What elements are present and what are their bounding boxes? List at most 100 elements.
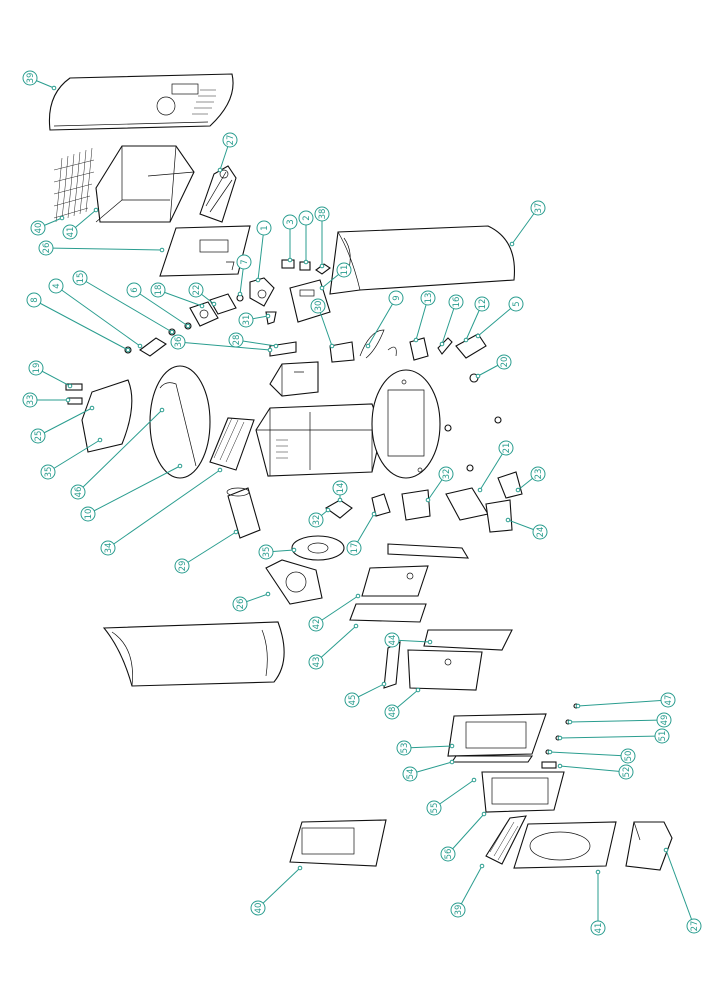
leader-dot bbox=[125, 347, 131, 353]
callout-bubble bbox=[188, 282, 204, 298]
callout-bubble bbox=[222, 132, 238, 148]
callout-bubble bbox=[72, 270, 88, 286]
leader-line bbox=[559, 765, 627, 773]
leader-line bbox=[37, 407, 93, 437]
callout-bubble bbox=[62, 224, 78, 240]
leader-dot bbox=[255, 277, 261, 283]
leader-line bbox=[477, 303, 517, 337]
callout-bubble bbox=[308, 512, 324, 528]
leader-dot bbox=[291, 547, 297, 553]
leader-dot bbox=[595, 869, 601, 875]
callout-54: 54 bbox=[402, 759, 455, 782]
leader-line bbox=[315, 595, 359, 625]
callout-number: 3 bbox=[286, 219, 296, 224]
callout-number: 15 bbox=[76, 273, 86, 284]
callout-56: 56 bbox=[440, 811, 487, 862]
callout-bubble bbox=[22, 392, 38, 408]
callout-bubble bbox=[618, 764, 634, 780]
leader-dot bbox=[297, 865, 303, 871]
callout-49: 49 bbox=[567, 712, 672, 728]
callout-bubble bbox=[238, 312, 254, 328]
leader-dot bbox=[415, 687, 421, 693]
leader-dot bbox=[325, 507, 331, 513]
callout-37: 37 bbox=[509, 200, 546, 247]
lower-right-small-parts bbox=[371, 416, 523, 533]
heat-exchanger bbox=[209, 417, 255, 471]
filter-frame-middle bbox=[481, 771, 565, 813]
callout-number: 30 bbox=[314, 301, 324, 312]
callout-43: 43 bbox=[308, 623, 359, 670]
callout-32: 32 bbox=[425, 466, 454, 503]
leader-line bbox=[665, 849, 695, 927]
callout-bubble bbox=[388, 290, 404, 306]
callout-52: 52 bbox=[557, 763, 634, 780]
callout-number: 39 bbox=[26, 73, 36, 84]
leader-line bbox=[447, 813, 485, 855]
left-door-panel bbox=[81, 379, 133, 453]
callout-number: 16 bbox=[452, 297, 462, 308]
callout-bubble bbox=[654, 728, 670, 744]
callout-27: 27 bbox=[663, 847, 702, 934]
leader-dot bbox=[557, 763, 563, 769]
leader-line bbox=[559, 735, 663, 739]
callout-19: 19 bbox=[28, 360, 73, 389]
leader-dot bbox=[663, 847, 669, 853]
callout-number: 39 bbox=[454, 905, 464, 916]
callout-41: 41 bbox=[62, 207, 99, 240]
callout-48: 48 bbox=[384, 687, 421, 720]
leader-dot bbox=[217, 467, 223, 473]
leader-dot bbox=[237, 291, 243, 297]
callout-bubble bbox=[530, 466, 546, 482]
callout-number: 26 bbox=[236, 599, 246, 610]
callout-number: 50 bbox=[624, 751, 634, 762]
callout-number: 5 bbox=[512, 301, 522, 306]
callout-11: 11 bbox=[319, 262, 352, 291]
callout-bubble bbox=[100, 540, 116, 556]
callout-25: 25 bbox=[30, 405, 95, 444]
callout-53: 53 bbox=[396, 740, 455, 756]
base-tray bbox=[159, 225, 251, 277]
leader-dot bbox=[287, 257, 293, 263]
callout-bubble bbox=[310, 298, 326, 314]
callout-16: 16 bbox=[439, 294, 464, 347]
leader-line bbox=[87, 465, 181, 515]
leader-line bbox=[479, 447, 507, 491]
leader-dot bbox=[425, 497, 431, 503]
callout-38: 38 bbox=[314, 206, 330, 269]
callout-bubble bbox=[498, 440, 514, 456]
callout-bubble bbox=[620, 748, 636, 764]
callout-12: 12 bbox=[463, 296, 490, 343]
callout-number: 35 bbox=[44, 467, 54, 478]
callout-bubble bbox=[336, 262, 352, 278]
right-round-plate bbox=[371, 369, 441, 479]
callout-28: 28 bbox=[228, 332, 279, 349]
leader-line bbox=[47, 439, 101, 473]
callout-number: 11 bbox=[340, 265, 350, 276]
callout-bubble bbox=[344, 692, 360, 708]
callout-bubble bbox=[438, 466, 454, 482]
leader-dot bbox=[217, 167, 223, 173]
leader-dot bbox=[439, 341, 445, 347]
leader-dot bbox=[515, 487, 521, 493]
leader-line bbox=[107, 469, 221, 549]
leader-dot bbox=[199, 303, 205, 309]
callout-bubble bbox=[298, 210, 314, 226]
leader-dot bbox=[575, 703, 581, 709]
leader-line bbox=[367, 297, 397, 347]
leader-dot bbox=[567, 719, 573, 725]
leader-line bbox=[45, 247, 163, 251]
callout-42: 42 bbox=[308, 593, 361, 632]
leader-line bbox=[257, 227, 265, 281]
callout-number: 29 bbox=[178, 561, 188, 572]
callout-bubble bbox=[426, 800, 442, 816]
leader-dot bbox=[319, 263, 325, 269]
callout-bubble bbox=[396, 740, 412, 756]
callout-bubble bbox=[332, 480, 348, 496]
leader-dot bbox=[481, 811, 487, 817]
callout-21: 21 bbox=[477, 440, 514, 493]
callout-39: 39 bbox=[22, 70, 57, 91]
lower-left-plate bbox=[289, 819, 387, 867]
leader-dot bbox=[427, 639, 433, 645]
